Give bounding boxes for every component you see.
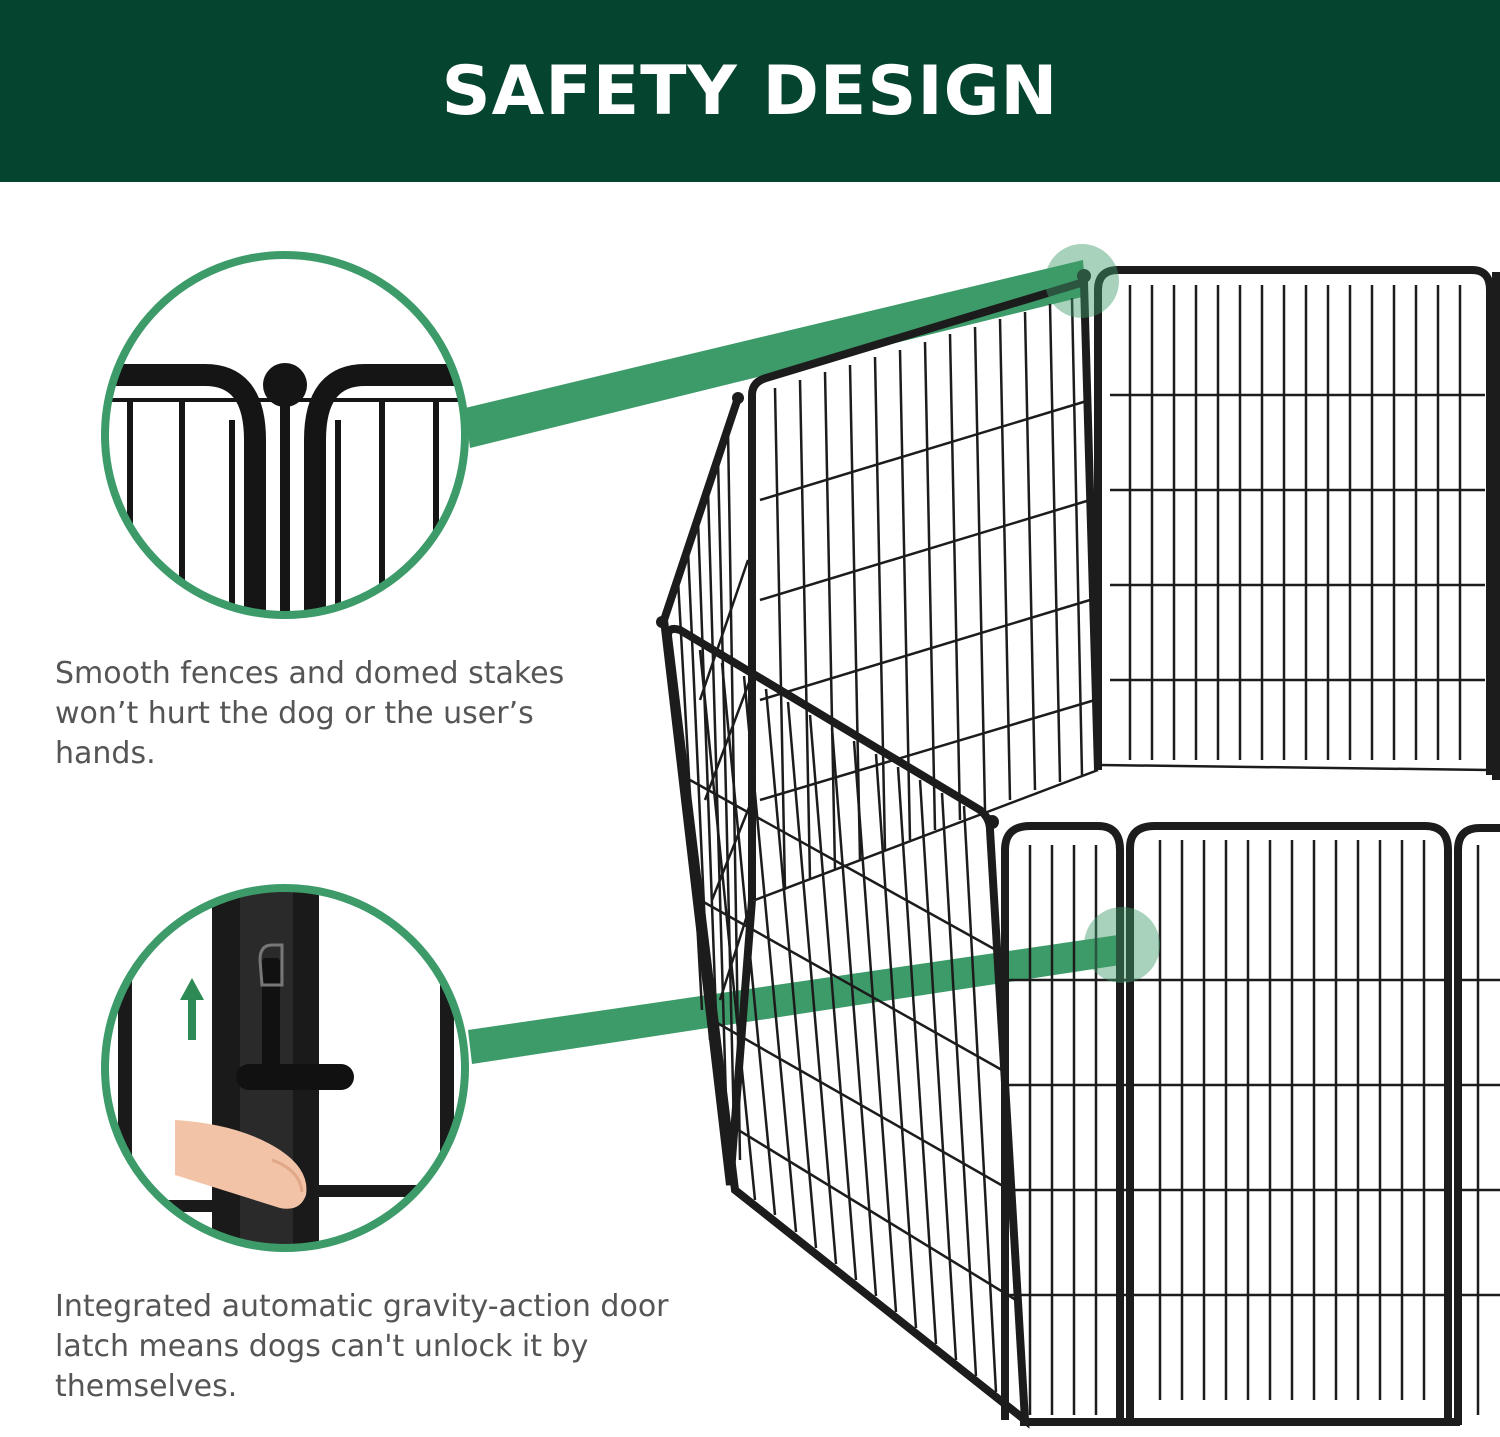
- connector-beam-top: [465, 260, 1086, 448]
- page-title: SAFETY DESIGN: [441, 51, 1059, 131]
- playpen-icon: [656, 266, 1500, 1429]
- header-banner: SAFETY DESIGN: [0, 0, 1500, 182]
- panel-front-door: [1001, 822, 1460, 1426]
- panel-front-left: [664, 624, 1030, 1429]
- domed-stake-closeup-icon: [101, 251, 469, 619]
- highlight-stake: [1045, 244, 1119, 318]
- panel-back-left: [748, 276, 1102, 902]
- feature-caption-stakes: Smooth fences and domed stakes won’t hur…: [55, 656, 565, 771]
- panel-front-right: [1454, 272, 1500, 1425]
- door-latch-closeup-icon: [101, 884, 469, 1252]
- panel-left: [659, 396, 756, 1186]
- feature-caption-latch: Integrated automatic gravity-action door…: [55, 1289, 669, 1404]
- highlight-latch: [1084, 907, 1160, 983]
- panel-back-right: [1094, 266, 1494, 775]
